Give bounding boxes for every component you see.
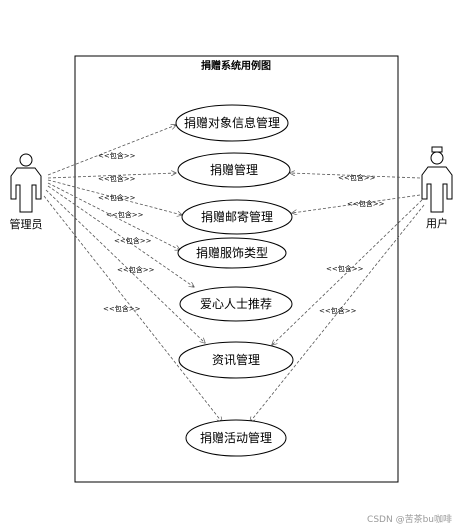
edge-label-user-uc2: <<包含>> [338, 173, 376, 182]
edge-admin-uc5 [47, 185, 194, 287]
use-case-label: 捐赠活动管理 [200, 430, 272, 445]
edge-label-admin-uc2: <<包含>> [98, 174, 136, 183]
edge-label-admin-uc7: <<包含>> [103, 304, 141, 313]
edge-user-uc2 [290, 173, 421, 179]
use-case-label: 捐赠邮寄管理 [201, 209, 273, 224]
use-case-label: 资讯管理 [212, 352, 260, 367]
use-case-label: 捐赠服饰类型 [196, 246, 268, 260]
use-case-news: 资讯管理 [178, 341, 294, 379]
use-case-donation: 捐赠管理 [177, 152, 291, 188]
use-case-donee-info: 捐赠对象信息管理 [175, 104, 289, 142]
edge-label-user-uc3: <<包含>> [347, 199, 385, 208]
actor-user-label: 用户 [426, 216, 448, 230]
edge-label-admin-uc1: <<包含>> [98, 151, 136, 160]
admin-connectors [43, 125, 222, 422]
use-case-activity: 捐赠活动管理 [185, 419, 287, 457]
edge-label-admin-uc4: <<包含>> [106, 210, 144, 219]
edge-label-user-uc7: <<包含>> [319, 306, 357, 315]
actor-admin-icon [10, 153, 42, 213]
edge-user-uc3 [292, 194, 421, 213]
diagram-title: 捐赠系统用例图 [201, 59, 271, 72]
edge-label-admin-uc6: <<包含>> [117, 265, 155, 274]
edge-admin-uc7 [43, 195, 222, 422]
system-boundary [74, 55, 399, 483]
edge-label-admin-uc3: <<包含>> [98, 193, 136, 202]
edge-admin-uc3 [47, 179, 182, 215]
edge-label-user-uc6: <<包含>> [326, 264, 364, 273]
use-case-clothing-type: 捐赠服饰类型 [177, 237, 287, 269]
watermark: CSDN @苦茶bu咖啡 [367, 513, 452, 525]
edge-admin-uc1 [47, 125, 176, 176]
use-case-label: 捐赠管理 [210, 162, 258, 177]
use-case-mailing: 捐赠邮寄管理 [181, 199, 293, 235]
actor-user-icon [421, 146, 453, 213]
edge-admin-uc6 [45, 189, 205, 343]
edge-admin-uc2 [47, 173, 176, 179]
use-case-recommendation: 爱心人士推荐 [179, 286, 293, 322]
edge-user-uc7 [250, 204, 425, 422]
use-case-label: 捐赠对象信息管理 [184, 115, 280, 130]
actor-admin-label: 管理员 [10, 217, 43, 231]
user-connectors [250, 173, 425, 422]
edge-label-admin-uc5: <<包含>> [114, 236, 152, 245]
use-case-label: 爱心人士推荐 [200, 297, 272, 311]
